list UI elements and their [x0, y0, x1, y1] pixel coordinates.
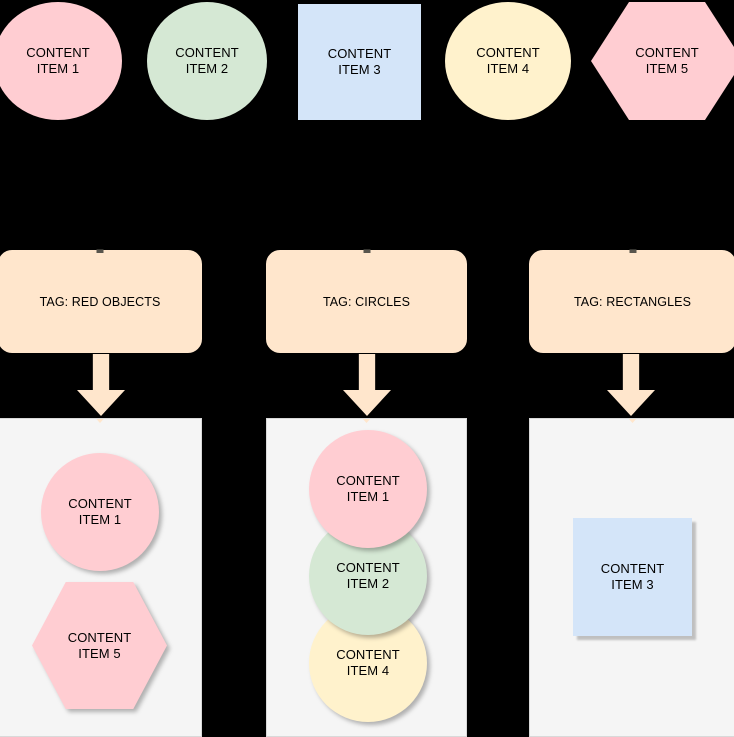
- panel-connector-nub: [628, 419, 637, 423]
- source-item-3[interactable]: CONTENT ITEM 3: [298, 4, 421, 120]
- result-item-1-label: CONTENT ITEM 1: [336, 473, 400, 504]
- result-panel-circles: CONTENT ITEM 1 CONTENT ITEM 2 CONTENT IT…: [266, 418, 467, 737]
- source-item-4[interactable]: CONTENT ITEM 4: [445, 2, 571, 120]
- hexagon-icon: [32, 582, 167, 709]
- arrow-down-red-objects: [77, 354, 125, 416]
- tag-red-objects-label: TAG: RED OBJECTS: [39, 294, 161, 309]
- result-panel-rectangles: CONTENT ITEM 3: [529, 418, 734, 737]
- hexagon-icon: [591, 2, 734, 120]
- panel-connector-nub: [362, 419, 371, 423]
- source-item-5[interactable]: CONTENT ITEM 5: [591, 2, 734, 120]
- result-item-2-label: CONTENT ITEM 2: [336, 560, 400, 591]
- source-item-1[interactable]: CONTENT ITEM 1: [0, 2, 122, 120]
- result-item-4-label: CONTENT ITEM 4: [336, 647, 400, 678]
- result-item-5[interactable]: CONTENT ITEM 5: [32, 582, 167, 709]
- tag-connector-nub: [363, 249, 370, 253]
- tag-rectangles[interactable]: TAG: RECTANGLES: [529, 249, 734, 353]
- source-item-4-label: CONTENT ITEM 4: [476, 45, 540, 76]
- tag-circles-label: TAG: CIRCLES: [322, 294, 411, 309]
- tag-connector-nub: [96, 249, 104, 253]
- source-item-3-label: CONTENT ITEM 3: [327, 46, 392, 77]
- tag-red-objects[interactable]: TAG: RED OBJECTS: [0, 249, 202, 353]
- tag-rectangles-label: TAG: RECTANGLES: [573, 294, 692, 309]
- result-item-3[interactable]: CONTENT ITEM 3: [573, 518, 692, 636]
- result-item-1-label: CONTENT ITEM 1: [68, 496, 132, 527]
- result-item-1[interactable]: CONTENT ITEM 1: [309, 430, 427, 548]
- tag-connector-nub: [629, 249, 636, 253]
- result-panel-red-objects: CONTENT ITEM 1 CONTENT ITEM 5: [0, 418, 202, 737]
- arrow-down-circles: [343, 354, 391, 416]
- source-item-2[interactable]: CONTENT ITEM 2: [147, 2, 267, 120]
- source-item-1-label: CONTENT ITEM 1: [26, 45, 90, 76]
- tag-circles[interactable]: TAG: CIRCLES: [266, 249, 467, 353]
- result-item-3-label: CONTENT ITEM 3: [600, 561, 665, 592]
- source-item-2-label: CONTENT ITEM 2: [175, 45, 239, 76]
- result-item-1[interactable]: CONTENT ITEM 1: [41, 453, 159, 571]
- panel-connector-nub: [95, 419, 105, 423]
- arrow-down-rectangles: [607, 354, 655, 416]
